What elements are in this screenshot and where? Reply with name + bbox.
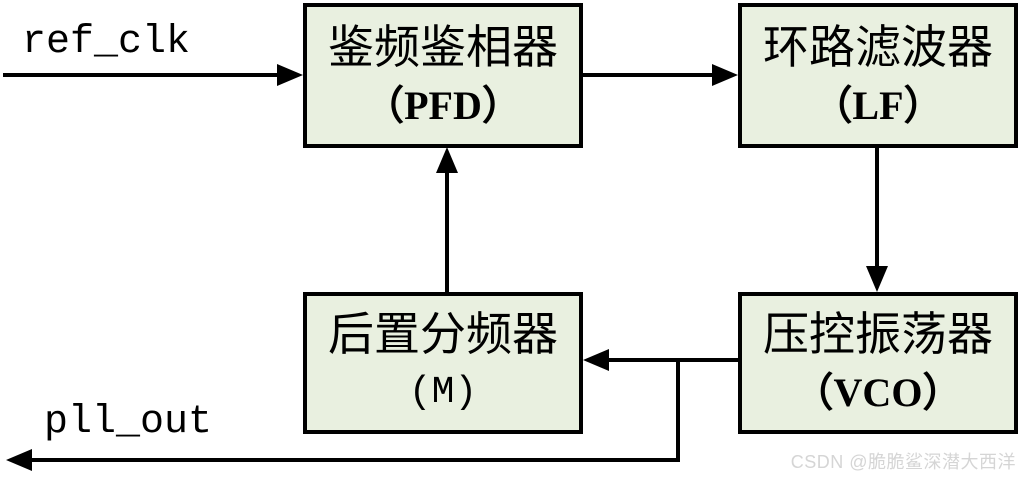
wire-pfd-to-lf [582,73,714,77]
wire-lf-to-vco [875,147,879,269]
csdn-watermark: CSDN @脆脆鲨深潜大西洋 [790,452,1016,472]
wire-vco-to-divider [607,358,738,362]
block-loop-filter: 环路滤波器 （LF） [738,3,1018,148]
block-vco-abbr: （VCO） [793,370,963,415]
arrowhead-into-vco-top [866,266,888,292]
arrowhead-pll-out [6,449,32,471]
block-post-divider: 后置分频器 (M) [303,292,583,434]
wire-pll-out [30,458,680,462]
block-pfd-name: 鉴频鉴相器 [328,21,558,73]
block-pfd: 鉴频鉴相器 （PFD） [303,3,583,148]
block-pfd-abbr: （PFD） [364,82,522,128]
block-lf-name: 环路滤波器 [763,21,993,73]
block-lf-abbr: （LF） [812,82,944,128]
arrowhead-into-lf-left [712,64,738,86]
arrowhead-into-pfd-left [277,64,303,86]
pll-out-label: pll_out [44,400,213,445]
block-divider-abbr: (M) [408,371,478,414]
arrowhead-into-divider-right [583,349,609,371]
wire-refclk-to-pfd [3,73,279,77]
block-divider-name: 后置分频器 [328,309,558,360]
block-vco-name: 压控振荡器 [763,309,993,360]
wire-feedback-branch [676,358,680,462]
block-vco: 压控振荡器 （VCO） [738,292,1018,434]
arrowhead-into-pfd-bottom [436,147,458,173]
ref-clk-label: ref_clk [22,20,191,65]
wire-divider-to-pfd [445,170,449,292]
